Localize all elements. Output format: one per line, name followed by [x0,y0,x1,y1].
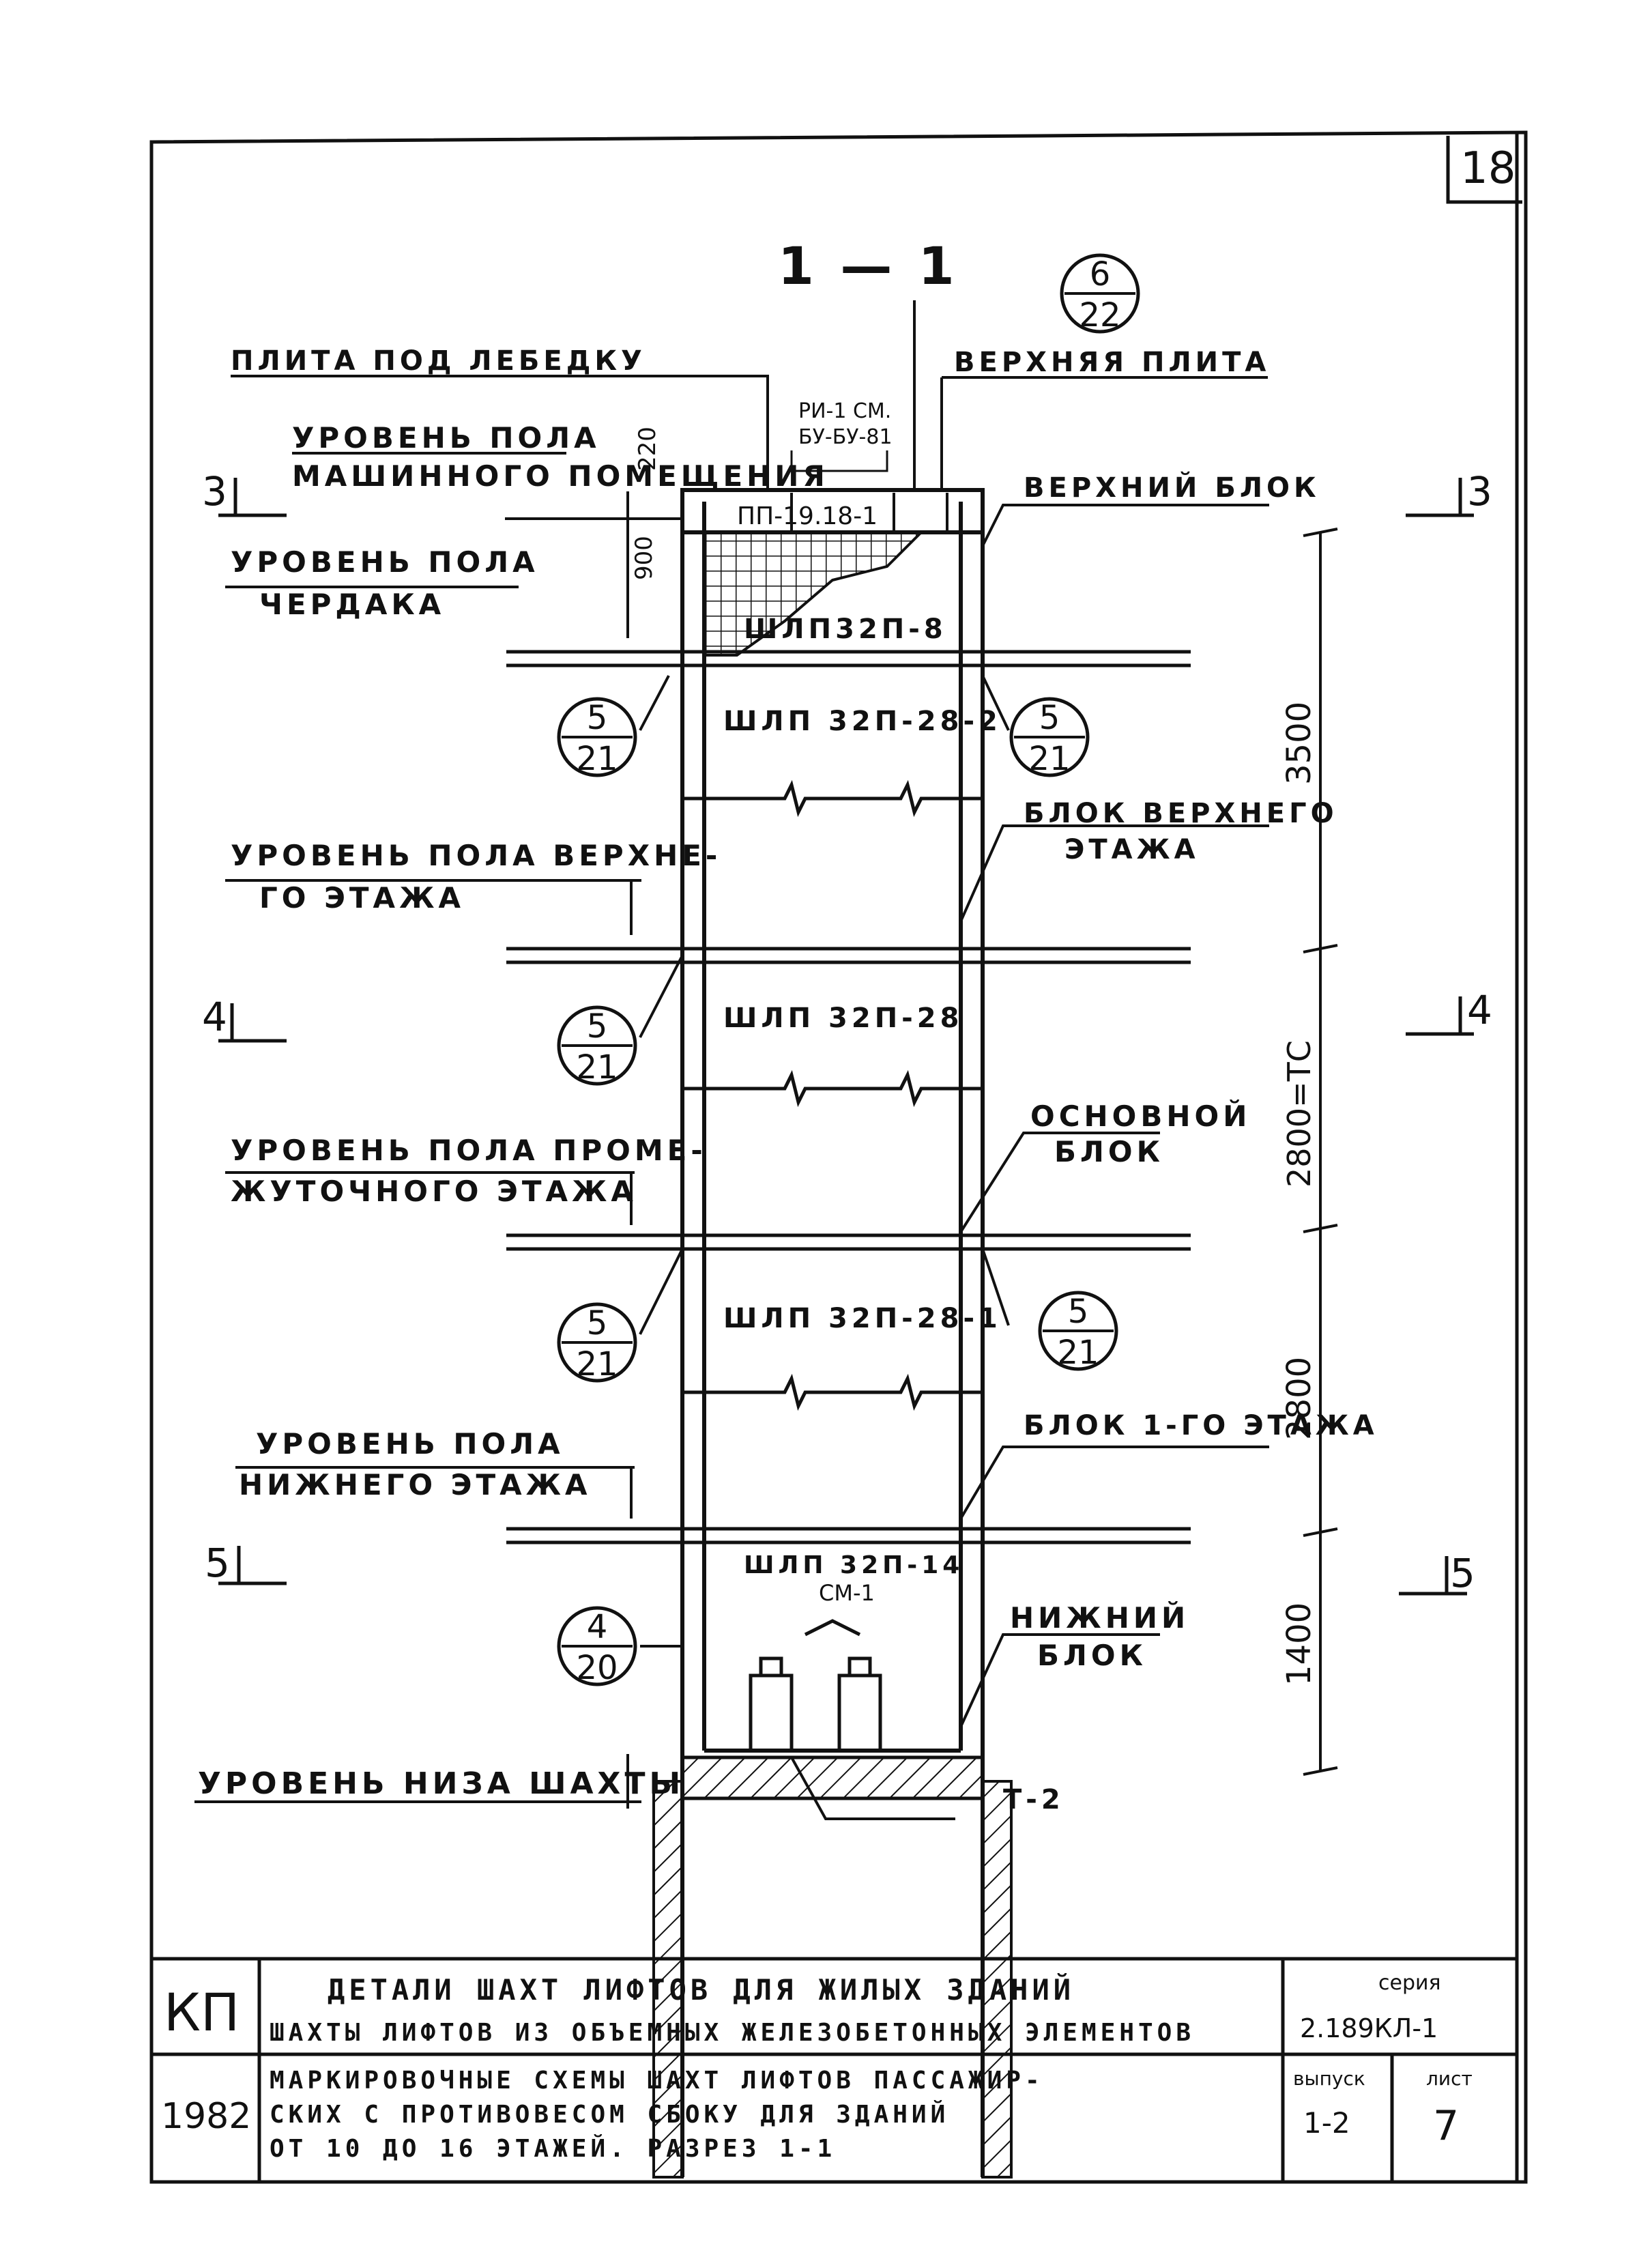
top-slab: ПП-19.18-1 [680,488,985,534]
dim-2800: 2800 [1280,1357,1318,1440]
machine-room-floor-label-1: УРОВЕНЬ ПОЛА [292,421,600,455]
machine-room-floor-label-2: МАШИННОГО ПОМЕЩЕНИЯ [292,459,829,493]
section-mark-5-right: 5 [1450,1550,1475,1596]
intermediate-level-label-1: УРОВЕНЬ ПОЛА ПРОМЕ- [231,1134,707,1167]
leader-lines [231,300,1269,1727]
callout-top: 4 [587,1608,608,1646]
callout-5-21-right-2[interactable]: 5 21 [1038,1291,1118,1372]
pit-buffers [749,1619,882,1753]
callout-5-21-left-1[interactable]: 5 21 [557,697,637,778]
upper-floor-block-label-1: БЛОК ВЕРХНЕГО [1024,798,1338,829]
dim-220: 220 [634,427,661,471]
attic-floor-label-1: УРОВЕНЬ ПОЛА [231,545,539,579]
section-mark-5-left: 5 [205,1540,230,1586]
section-cut-marks [218,478,1474,1596]
tb-org: КП [164,1982,240,2043]
top-block-label: ВЕРХНИЙ БЛОК [1024,471,1320,504]
callout-top: 5 [587,699,608,737]
callout-5-21-right-1[interactable]: 5 21 [1009,697,1090,778]
dimension-chain [1303,528,1338,1776]
block-upper-mark: ШЛП 32П-28-2 [723,706,1002,737]
block-mid-mark: ШЛП 32П-28 [723,1003,963,1034]
tb-sheet-value: 7 [1433,2102,1459,2150]
section-mark-4-left: 4 [202,994,227,1040]
callout-bottom: 21 [1028,740,1070,778]
dim-900: 900 [631,536,658,580]
title-block [149,1957,1519,2184]
bottom-block-label-1: НИЖНИЙ [1010,1600,1189,1635]
tb-series-value: 2.189КЛ-1 [1300,2013,1438,2043]
main-block-label-1: ОСНОВНОЙ [1030,1099,1251,1133]
upper-floor-level-label-2: ГО ЭТАЖА [259,881,465,915]
tb-series-label: серия [1378,1971,1441,1995]
block-top-mark: ШЛП32П-8 [744,614,947,645]
bottom-ref: СМ-1 [819,1580,875,1606]
main-block-label-2: БЛОК [1054,1135,1164,1168]
callout-bottom: 21 [576,1345,618,1383]
tb-issue-value: 1-2 [1303,2106,1350,2140]
slab-under-winch-label: ПЛИТА ПОД ЛЕБЕДКУ [231,345,646,377]
tb-desc-line1: МАРКИРОВОЧНЫЕ СХЕМЫ ШАХТ ЛИФТОВ ПАССАЖИР… [270,2067,1044,2095]
first-floor-block-label: БЛОК 1-ГО ЭТАЖА [1024,1410,1378,1441]
intermediate-level-label-2: ЖУТОЧНОГО ЭТАЖА [231,1175,637,1208]
callout-5-21-left-2[interactable]: 5 21 [557,1005,637,1087]
pit-foundation [652,1755,1013,2179]
section-mark-3-right: 3 [1467,468,1492,515]
tb-issue-label: выпуск [1293,2067,1365,2090]
foundation-mark: Т-2 [1003,1784,1064,1815]
top-slab-label: ВЕРХНЯЯ ПЛИТА [954,347,1270,378]
attic-floor-label-2: ЧЕРДАКА [259,588,445,621]
callout-top: 6 [1090,255,1111,293]
pit-level-label: УРОВЕНЬ НИЗА ШАХТЫ [198,1766,684,1801]
drawing-frame [149,130,1528,2184]
tb-year: 1982 [161,2096,251,2137]
bottom-block-label-2: БЛОК [1037,1639,1147,1672]
ref-line1: РИ-1 СМ. [798,399,891,423]
ref-line2: БУ-БУ-81 [798,425,893,449]
callout-bottom: 20 [576,1649,618,1687]
callout-top: 5 [587,1304,608,1342]
tb-title-line2: ШАХТЫ ЛИФТОВ ИЗ ОБЪЕМНЫХ ЖЕЛЕЗОБЕТОННЫХ … [270,2019,1195,2047]
section-mark-3-left: 3 [202,468,227,515]
tb-sheet-label: лист [1426,2067,1473,2090]
callout-top: 5 [1039,699,1060,737]
dim-3500: 3500 [1280,702,1318,785]
block-bottom-mark: ШЛП 32П-14 [744,1551,963,1579]
lower-floor-level-label-1: УРОВЕНЬ ПОЛА [256,1427,564,1461]
tb-desc-line3: ОТ 10 ДО 16 ЭТАЖЕЙ. РАЗРЕЗ 1-1 [270,2134,836,2163]
callout-bottom: 21 [1057,1334,1099,1372]
callout-5-21-left-3[interactable]: 5 21 [557,1302,637,1383]
callout-6-22[interactable]: 6 22 [1060,253,1140,334]
callout-top: 5 [587,1007,608,1046]
dim-1400: 1400 [1280,1602,1318,1686]
callout-bottom: 21 [576,740,618,778]
lower-floor-level-label-2: НИЖНЕГО ЭТАЖА [239,1468,592,1501]
upper-floor-level-label-1: УРОВЕНЬ ПОЛА ВЕРХНЕ- [231,839,721,872]
page-number: 18 [1460,143,1516,194]
callout-bottom: 22 [1079,296,1120,334]
floor-slab-lines [506,650,1191,1544]
section-mark-4-right: 4 [1467,987,1492,1033]
break-lines [682,779,983,1411]
tb-title-line1: ДЕТАЛИ ШАХТ ЛИФТОВ ДЛЯ ЖИЛЫХ ЗДАНИЙ [328,1972,1075,2007]
section-title: 1 — 1 [778,235,959,296]
top-block: ШЛП32П-8 [703,531,947,657]
callout-bottom: 21 [576,1048,618,1087]
upper-floor-block-label-2: ЭТАЖА [1064,834,1200,865]
callout-4-20[interactable]: 4 20 [557,1606,637,1687]
dim-2800-typ: 2800=ТС [1281,1040,1318,1188]
tb-desc-line2: СКИХ С ПРОТИВОВЕСОМ СБОКУ ДЛЯ ЗДАНИЙ [270,2100,949,2129]
callout-top: 5 [1068,1293,1089,1331]
slab-mark: ПП-19.18-1 [737,502,878,530]
shaft-walls [680,502,985,2177]
block-low-mark: ШЛП 32П-28-1 [723,1303,1002,1334]
